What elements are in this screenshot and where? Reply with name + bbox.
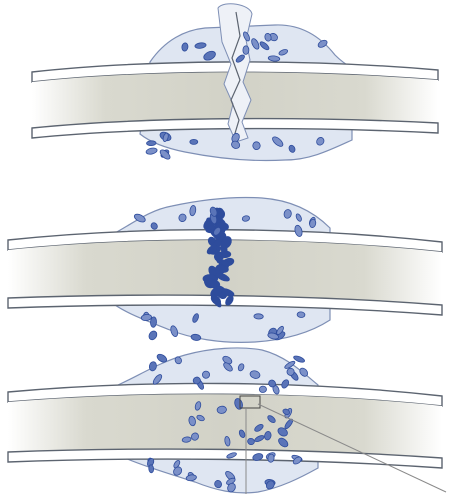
bone-shaft <box>8 394 442 458</box>
cell <box>297 312 305 318</box>
cell <box>259 386 267 393</box>
cell <box>148 465 153 473</box>
stage-1-panel <box>32 4 438 161</box>
cell <box>252 141 260 150</box>
cell <box>267 454 274 463</box>
stage-2-panel <box>8 197 442 342</box>
cell <box>190 139 198 144</box>
cell <box>147 330 158 342</box>
cell <box>146 141 156 146</box>
cell <box>145 147 157 155</box>
cell <box>243 46 249 55</box>
stage-3-panel <box>8 348 446 494</box>
cell <box>150 317 157 328</box>
cell <box>254 314 264 320</box>
